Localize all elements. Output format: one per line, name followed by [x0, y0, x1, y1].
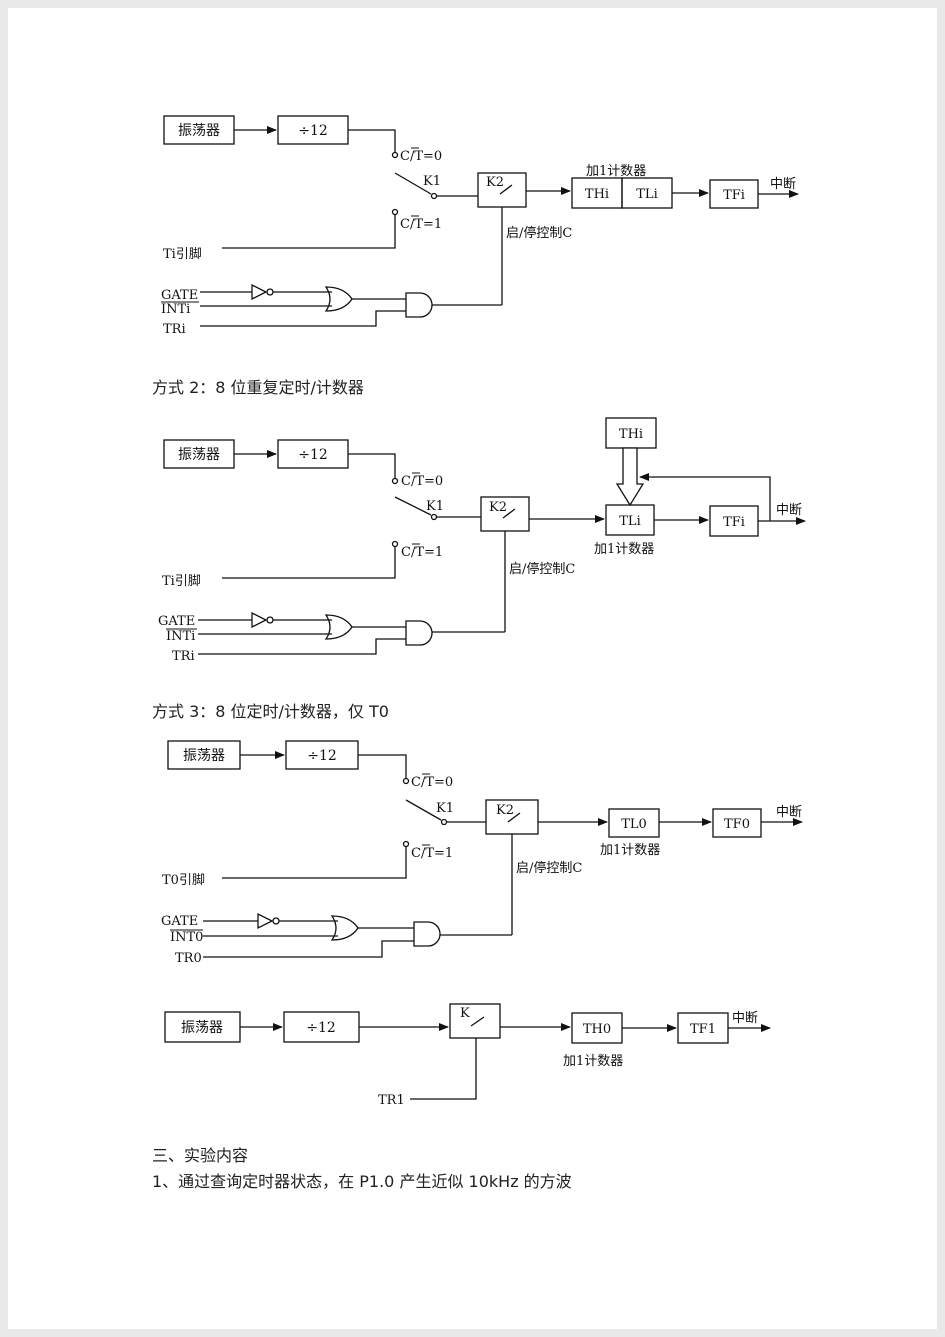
ct1-label: C/T=1 — [401, 545, 443, 560]
and-gate — [405, 292, 433, 318]
k1-label: K1 — [436, 801, 454, 816]
experiment-item-1: 1、通过查询定时器状态，在 P1.0 产生近似 10kHz 的方波 — [152, 1172, 572, 1191]
tfi-label: TFi — [723, 188, 745, 203]
divider-label: ÷12 — [307, 748, 337, 764]
gate-label: GATE — [161, 914, 198, 929]
tr-label: TRi — [163, 322, 186, 337]
divider-label: ÷12 — [306, 1020, 336, 1036]
k2-label: K2 — [486, 175, 504, 190]
start-stop-label: 启/停控制C — [509, 561, 575, 577]
gate-label: GATE — [158, 614, 195, 629]
t0-pin-label: T0引脚 — [162, 872, 205, 888]
tf0-label: TF0 — [724, 817, 750, 832]
divider-label: ÷12 — [298, 123, 328, 139]
ct1-label: C/T=1 — [400, 217, 442, 232]
gate-label: GATE — [161, 288, 198, 303]
int-label: INTi — [161, 302, 190, 317]
interrupt-label: 中断 — [776, 503, 802, 518]
k1-label: K1 — [423, 174, 441, 189]
tl0-box — [608, 808, 660, 838]
ct0-label: C/T=0 — [400, 149, 442, 164]
ct0-label: C/T=0 — [411, 775, 453, 790]
ti-pin-label: Ti引脚 — [163, 246, 202, 262]
oscillator-label: 振荡器 — [178, 447, 220, 463]
tr-label: TR0 — [175, 951, 202, 966]
divider-label: ÷12 — [298, 447, 328, 463]
diagram-mode3-tl0 — [167, 740, 803, 958]
k-switch-box — [449, 1003, 501, 1039]
oscillator-label: 振荡器 — [183, 748, 225, 764]
counter-label: 加1计数器 — [563, 1054, 623, 1069]
oscillator-label: 振荡器 — [181, 1020, 223, 1036]
mode3-heading: 方式 3：8 位定时/计数器，仅 T0 — [152, 702, 389, 721]
k2-label: K2 — [496, 803, 514, 818]
tli-label: TLi — [636, 187, 657, 202]
diagram-mode1 — [163, 115, 799, 327]
interrupt-label: 中断 — [776, 805, 802, 820]
thi-label: THi — [585, 187, 609, 202]
interrupt-label: 中断 — [732, 1011, 758, 1026]
diagram-mode3-th0 — [164, 1003, 771, 1100]
tli-label: TLi — [619, 514, 640, 529]
ct1-label: C/T=1 — [411, 846, 453, 861]
ct0-label: C/T=0 — [401, 474, 443, 489]
or-gate — [324, 286, 353, 312]
ti-pin-label: Ti引脚 — [162, 573, 201, 589]
or-gate — [324, 614, 353, 640]
document-page — [8, 8, 937, 1329]
oscillator-label: 振荡器 — [178, 123, 220, 139]
tf1-label: TF1 — [690, 1022, 716, 1037]
counter-label: 加1计数器 — [600, 843, 660, 858]
diagram-mode2 — [163, 417, 806, 655]
tr-label: TR1 — [378, 1093, 405, 1108]
and-gate — [413, 921, 441, 947]
th0-label: TH0 — [583, 1022, 611, 1037]
and-gate — [405, 620, 433, 646]
tfi-label: TFi — [723, 515, 745, 530]
tl0-label: TL0 — [621, 817, 647, 832]
thi-label: THi — [619, 427, 643, 442]
labels: 振荡器 ÷12 C/T=0 K1 K2 加1计数器 THi TLi TFi 中断… — [158, 123, 802, 1108]
interrupt-label: 中断 — [770, 177, 796, 192]
start-stop-label: 启/停控制C — [506, 225, 572, 241]
mode2-heading: 方式 2：8 位重复定时/计数器 — [152, 378, 364, 397]
k1-label: K1 — [426, 499, 444, 514]
section-heading: 三、实验内容 — [152, 1146, 249, 1165]
k-label: K — [460, 1006, 470, 1021]
counter-label: 加1计数器 — [586, 164, 646, 179]
or-gate — [330, 915, 359, 941]
tr-label: TRi — [172, 649, 195, 664]
int-label: INT0 — [170, 930, 203, 945]
tf0-box — [712, 808, 762, 838]
start-stop-label: 启/停控制C — [516, 860, 582, 876]
counter-label: 加1计数器 — [594, 542, 654, 557]
int-label: INTi — [166, 629, 195, 644]
k2-label: K2 — [489, 500, 507, 515]
